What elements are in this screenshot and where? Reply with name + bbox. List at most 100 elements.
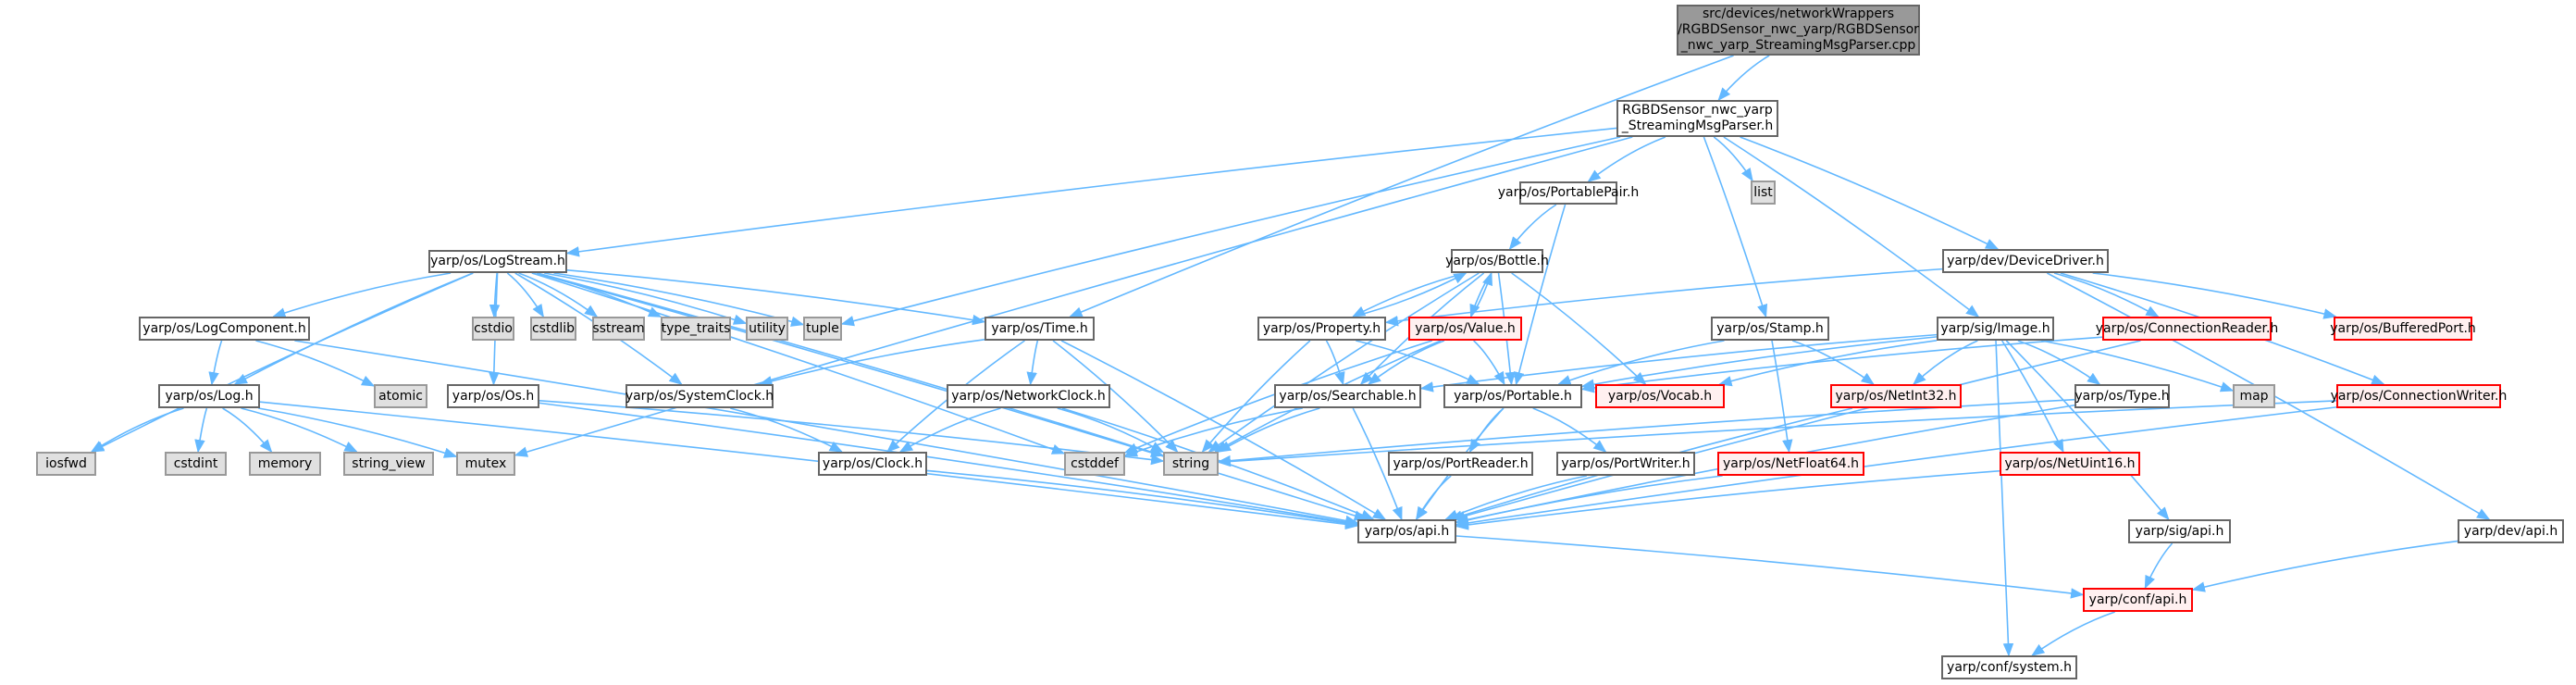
node-label: utility [749,320,786,336]
graph-node-utility[interactable]: utility [746,317,788,341]
node-label: yarp/os/ConnectionWriter.h [2330,388,2508,404]
graph-node-netfloat64[interactable]: yarp/os/NetFloat64.h [1717,452,1864,476]
graph-node-portable[interactable]: yarp/os/Portable.h [1443,384,1582,408]
edge-portable-to-portwriter [1532,407,1607,453]
edge-log_h-to-cstdint [194,407,208,454]
node-label: yarp/os/NetFloat64.h [1722,455,1860,471]
node-label: src/devices/networkWrappers /RGBDSensor_… [1678,6,1919,53]
graph-node-string[interactable]: string [1163,452,1219,476]
edge-stamp-to-netfloat64 [1771,340,1793,454]
edge-devicedriver-to-bufferedport [2092,272,2337,319]
edge-parser_h-to-logstream [565,127,1617,257]
node-label: yarp/dev/api.h [2463,523,2558,539]
edge-networkclock-to-string [1057,407,1165,454]
graph-node-netuint16[interactable]: yarp/os/NetUint16.h [2000,452,2140,476]
graph-node-portreader[interactable]: yarp/os/PortReader.h [1388,452,1533,476]
graph-node-systemclock[interactable]: yarp/os/SystemClock.h [625,384,774,408]
edge-searchable-to-string [1217,407,1320,453]
graph-node-cstddef[interactable]: cstddef [1064,452,1125,476]
edge-time_h-to-systemclock [759,339,985,387]
graph-node-cstdlib[interactable]: cstdlib [530,317,576,341]
edge-property-to-searchable [1325,340,1345,386]
graph-node-property[interactable]: yarp/os/Property.h [1257,317,1386,341]
graph-node-string-view[interactable]: string_view [343,452,434,476]
edge-logstream-to-tuple [553,272,805,327]
node-label: cstdint [173,455,218,471]
edge-devicedriver-to-connreader [2053,272,2160,318]
graph-node-cstdio[interactable]: cstdio [472,317,514,341]
graph-node-vocab[interactable]: yarp/os/Vocab.h [1595,384,1725,408]
edge-property-to-string [1201,340,1311,454]
edge-devicedriver-to-property [1384,268,1943,327]
edge-parser_h-to-image [1723,136,1980,318]
edge-connreader-to-os_api [1452,340,2141,522]
edge-root-to-parser_h [1717,55,1770,102]
graph-node-cstdint[interactable]: cstdint [165,452,227,476]
graph-node-devicedriver[interactable]: yarp/dev/DeviceDriver.h [1942,249,2109,273]
edge-image-to-searchable [1419,333,1938,392]
graph-node-type-h[interactable]: yarp/os/Type.h [2074,384,2170,408]
graph-node-os-h[interactable]: yarp/os/Os.h [447,384,539,408]
graph-node-conf-api[interactable]: yarp/conf/api.h [2083,588,2193,612]
edge-portablepair-to-bottle [1508,204,1557,251]
graph-node-clock[interactable]: yarp/os/Clock.h [818,452,927,476]
node-label: yarp/os/Log.h [165,388,254,404]
graph-node-portwriter[interactable]: yarp/os/PortWriter.h [1556,452,1695,476]
graph-node-root[interactable]: src/devices/networkWrappers /RGBDSensor_… [1677,5,1920,56]
edge-portablepair-to-portable [1514,204,1567,386]
node-label: cstdio [474,320,513,336]
node-label: yarp/os/NetInt32.h [1835,388,1957,404]
edge-stamp-to-portable [1557,340,1725,386]
edge-connwriter-to-os_api [1455,406,2337,529]
graph-node-tuple[interactable]: tuple [803,317,842,341]
graph-node-conf-system[interactable]: yarp/conf/system.h [1941,655,2077,679]
edge-logstream-to-cstdlib [506,272,544,318]
graph-node-memory[interactable]: memory [249,452,321,476]
graph-node-netint32[interactable]: yarp/os/NetInt32.h [1830,384,1962,408]
edge-time_h-to-networkclock [1026,340,1039,386]
graph-node-mutex[interactable]: mutex [456,452,515,476]
graph-node-time-h[interactable]: yarp/os/Time.h [985,317,1095,341]
graph-node-bufferedport[interactable]: yarp/os/BufferedPort.h [2330,317,2476,341]
edge-sig_api-to-conf_api [2144,542,2174,590]
graph-node-searchable[interactable]: yarp/os/Searchable.h [1274,384,1421,408]
edge-property-to-bottle [1353,272,1468,318]
graph-node-iosfwd[interactable]: iosfwd [36,452,96,476]
node-label: yarp/os/LogComponent.h [142,320,306,336]
graph-node-os-api[interactable]: yarp/os/api.h [1357,519,1456,543]
graph-node-dev-api[interactable]: yarp/dev/api.h [2458,519,2564,543]
graph-node-sig-api[interactable]: yarp/sig/api.h [2128,519,2231,543]
node-label: mutex [464,455,507,471]
node-label: yarp/os/PortWriter.h [1561,455,1690,471]
graph-node-logcomponent[interactable]: yarp/os/LogComponent.h [139,317,310,341]
edge-clock-to-os_api [926,469,1359,529]
edge-netuint16-to-os_api [1455,469,2000,530]
graph-node-atomic[interactable]: atomic [374,384,427,408]
graph-node-image[interactable]: yarp/sig/Image.h [1937,317,2054,341]
graph-node-map[interactable]: map [2233,384,2275,408]
node-label: cstddef [1071,455,1119,471]
edge-parser_h-to-portablepair [1587,136,1666,182]
graph-node-log-h[interactable]: yarp/os/Log.h [158,384,260,408]
edge-log_h-to-mutex [258,407,458,458]
graph-node-parser-h[interactable]: RGBDSensor_nwc_yarp _StreamingMsgParser.… [1616,100,1778,137]
graph-node-sstream[interactable]: sstream [592,317,645,341]
edge-value-to-bottle [1469,271,1492,318]
graph-node-type-traits[interactable]: type_traits [661,317,731,341]
graph-node-list[interactable]: list [1751,181,1776,205]
edge-searchable-to-os_api [1352,407,1403,521]
edge-image-to-type_h [2017,340,2101,385]
graph-node-connreader[interactable]: yarp/os/ConnectionReader.h [2096,317,2278,341]
graph-node-networkclock[interactable]: yarp/os/NetworkClock.h [947,384,1110,408]
edge-log_h-to-os_api [259,401,1359,530]
edge-logstream-to-time_h [566,268,986,326]
graph-node-value[interactable]: yarp/os/Value.h [1408,317,1522,341]
node-label: memory [257,455,313,471]
graph-node-bottle[interactable]: yarp/os/Bottle.h [1445,249,1549,273]
graph-node-logstream[interactable]: yarp/os/LogStream.h [428,250,567,273]
node-label: map [2239,388,2269,404]
graph-node-connwriter[interactable]: yarp/os/ConnectionWriter.h [2331,384,2507,408]
graph-node-portablepair[interactable]: yarp/os/PortablePair.h [1498,181,1639,205]
graph-node-stamp[interactable]: yarp/os/Stamp.h [1711,317,1829,341]
